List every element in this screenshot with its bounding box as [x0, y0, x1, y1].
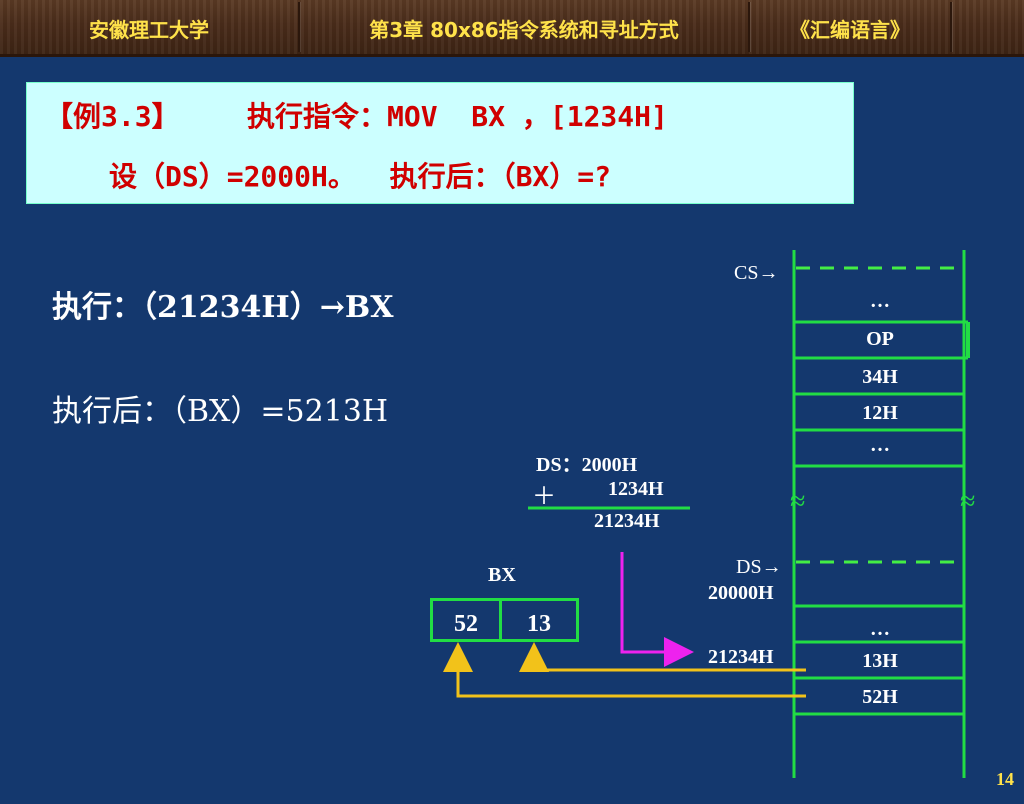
execution-text: 执行：（21234H）→BX [52, 290, 394, 325]
school-name: 安徽理工大学 [89, 18, 209, 42]
memory-cell: … [870, 618, 890, 640]
plus-sign: ＋ [532, 484, 556, 510]
break-left-icon: ≈ [790, 486, 806, 517]
bx-label: BX [488, 564, 516, 586]
course-title: 《汇编语言》 [790, 18, 910, 42]
high-byte-arrow [443, 642, 806, 698]
low-byte-arrow [519, 642, 806, 672]
address-arrow [620, 552, 694, 667]
header-divider [298, 2, 300, 52]
memory-cell: 52H [862, 686, 898, 708]
ds-base-address: 20000H [708, 582, 774, 604]
memory-cell: … [870, 290, 890, 312]
header-bar: 安徽理工大学 第3章 80x86指令系统和寻址方式 《汇编语言》 [0, 0, 1024, 57]
memory-cell-opcode: OP [866, 328, 894, 350]
offset-value: 1234H [608, 478, 664, 500]
header-divider [950, 2, 952, 52]
ds-value: DS：2000H [536, 454, 638, 476]
physical-address: 21234H [594, 510, 660, 532]
ds-pointer-label: DS→ [736, 556, 782, 578]
memory-cell: 12H [862, 402, 898, 424]
problem-condition: 设（DS）=2000H。 执行后：（BX）=? [109, 160, 612, 193]
problem-statement: 【例3.3】 执行指令：MOV BX ，[1234H] [45, 100, 668, 133]
cs-pointer-label: CS→ [734, 262, 779, 284]
chapter-title: 第3章 80x86指令系统和寻址方式 [369, 18, 679, 42]
memory-cell: 13H [862, 650, 898, 672]
result-text: 执行后：（BX）=5213H [52, 394, 389, 429]
header-divider [748, 2, 750, 52]
page-number: 14 [996, 769, 1014, 789]
memory-cell: 34H [862, 366, 898, 388]
break-right-icon: ≈ [960, 486, 976, 517]
target-address: 21234H [708, 646, 774, 668]
memory-cell: … [870, 434, 890, 456]
bx-low-byte: 13 [499, 598, 579, 642]
example-problem-box: 【例3.3】 执行指令：MOV BX ，[1234H] 设（DS）=2000H。… [26, 82, 854, 204]
